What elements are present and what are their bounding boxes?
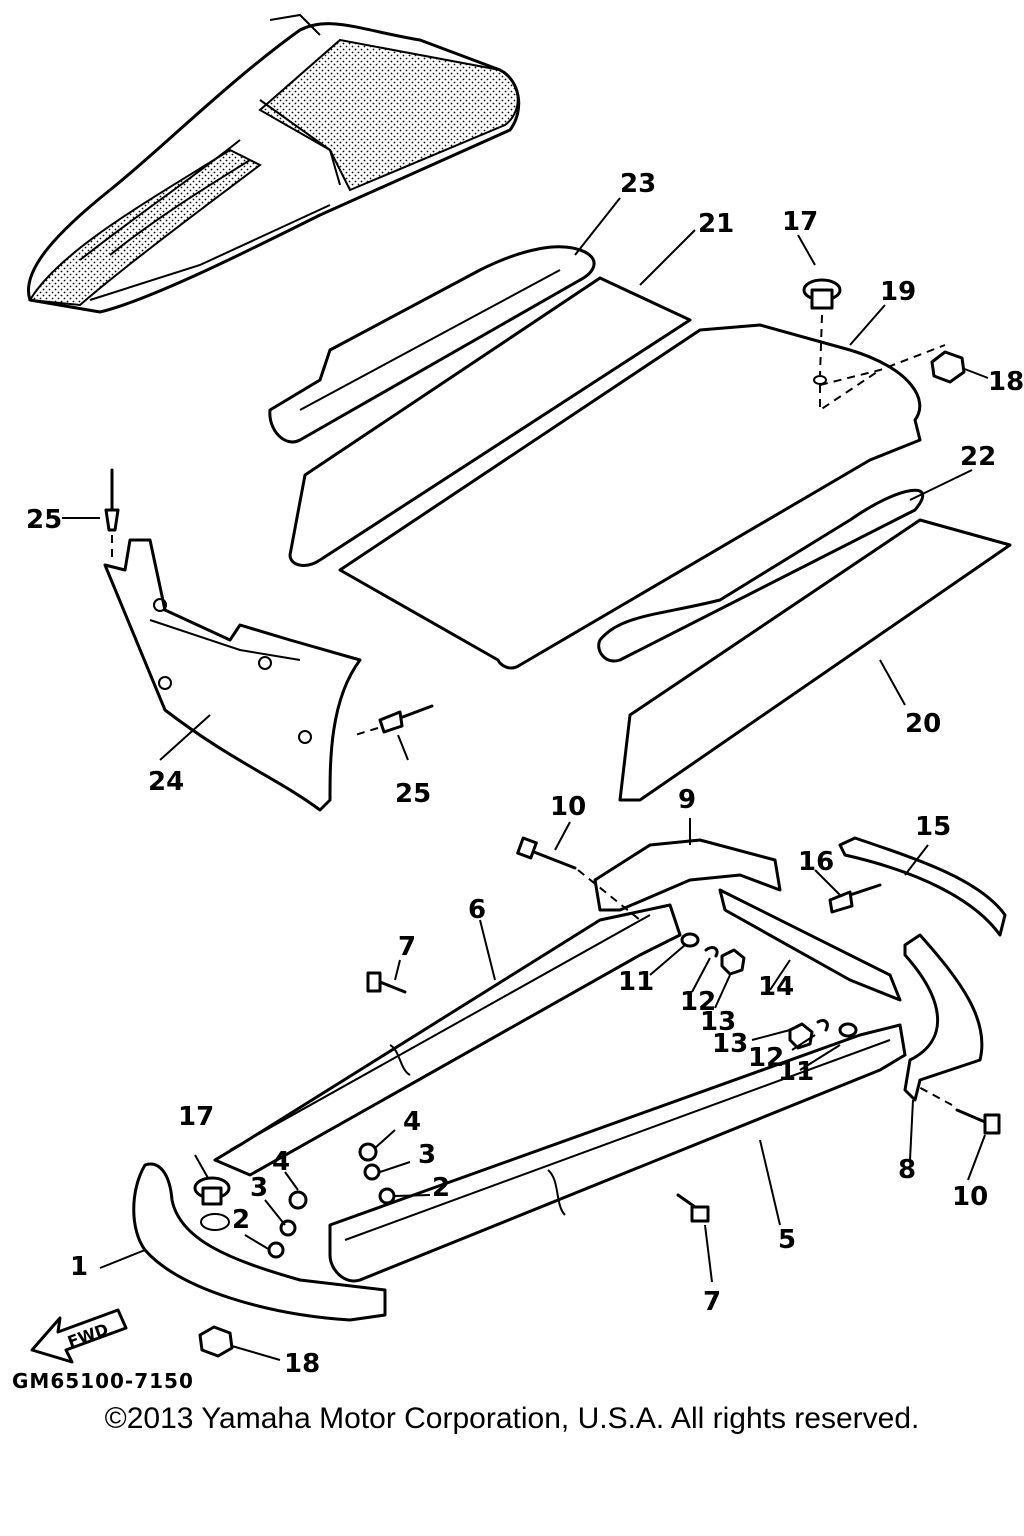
label-20: 20 <box>905 709 941 739</box>
label-12a: 12 <box>680 987 716 1017</box>
label-24: 24 <box>148 767 184 797</box>
label-21: 21 <box>698 209 734 239</box>
label-17a: 17 <box>782 207 818 237</box>
label-10b: 10 <box>952 1182 988 1212</box>
label-7b: 7 <box>703 1287 721 1317</box>
bumper-8 <box>903 933 984 1102</box>
label-19: 19 <box>880 277 916 307</box>
label-13b: 13 <box>712 1029 748 1059</box>
mat-22 <box>597 488 924 663</box>
label-18b: 18 <box>284 1349 320 1379</box>
label-3a: 3 <box>250 1173 268 1203</box>
label-17b: 17 <box>178 1102 214 1132</box>
rail-14 <box>718 888 902 1002</box>
label-3b: 3 <box>418 1140 436 1170</box>
bolt-10-top <box>516 836 641 921</box>
label-11a: 11 <box>618 967 654 997</box>
part-number-labels: 1 2 2 3 3 4 4 5 6 7 7 8 9 10 10 11 11 12… <box>26 169 1024 1379</box>
grommet-17-bottom <box>193 1176 231 1206</box>
rail-6 <box>213 903 682 1177</box>
label-2b: 2 <box>432 1173 450 1203</box>
strip-15 <box>838 836 1007 937</box>
nut-18-top <box>930 350 966 384</box>
bumper-1 <box>132 1162 387 1322</box>
label-4b: 4 <box>403 1107 421 1137</box>
cover-24 <box>103 538 362 812</box>
label-15: 15 <box>915 812 951 842</box>
label-4a: 4 <box>272 1147 290 1177</box>
label-18a: 18 <box>988 367 1024 397</box>
label-13a: 13 <box>700 1007 736 1037</box>
label-2a: 2 <box>232 1205 250 1235</box>
label-25b: 25 <box>395 779 431 809</box>
watercraft-illustration <box>27 13 521 314</box>
drawing-code: GM65100-7150 <box>12 1369 194 1393</box>
leader-lines <box>62 197 989 1361</box>
label-12b: 12 <box>748 1043 784 1073</box>
grommet-17-top <box>802 278 842 385</box>
label-7a: 7 <box>398 932 416 962</box>
rivet-16 <box>828 883 882 914</box>
label-14: 14 <box>758 972 794 1002</box>
label-16: 16 <box>798 847 834 877</box>
label-23: 23 <box>620 169 656 199</box>
label-6: 6 <box>468 895 486 925</box>
bracket-9 <box>593 838 782 912</box>
nut-18-bottom <box>198 1325 234 1358</box>
mat-20 <box>618 518 1012 802</box>
label-9: 9 <box>678 785 696 815</box>
mat-19 <box>338 323 922 670</box>
rail-5 <box>328 1023 907 1283</box>
bolt-10-right <box>914 1084 1001 1135</box>
small-hardware-2-3-4 <box>267 1142 396 1259</box>
label-8: 8 <box>898 1155 916 1185</box>
label-11b: 11 <box>778 1057 814 1087</box>
screw-7-lower <box>676 1193 710 1223</box>
label-5: 5 <box>778 1225 796 1255</box>
label-22: 22 <box>960 442 996 472</box>
label-10a: 10 <box>550 792 586 822</box>
label-25a: 25 <box>26 505 62 535</box>
copyright-notice: ©2013 Yamaha Motor Corporation, U.S.A. A… <box>104 1402 920 1435</box>
mat-21 <box>288 276 692 567</box>
screw-7-upper <box>366 971 407 994</box>
rivet-25-top <box>104 468 120 560</box>
rivet-25-right <box>354 704 434 736</box>
fwd-arrow: FWD <box>30 1308 128 1364</box>
washers-11-12-13 <box>680 932 858 1050</box>
label-1: 1 <box>70 1252 88 1282</box>
